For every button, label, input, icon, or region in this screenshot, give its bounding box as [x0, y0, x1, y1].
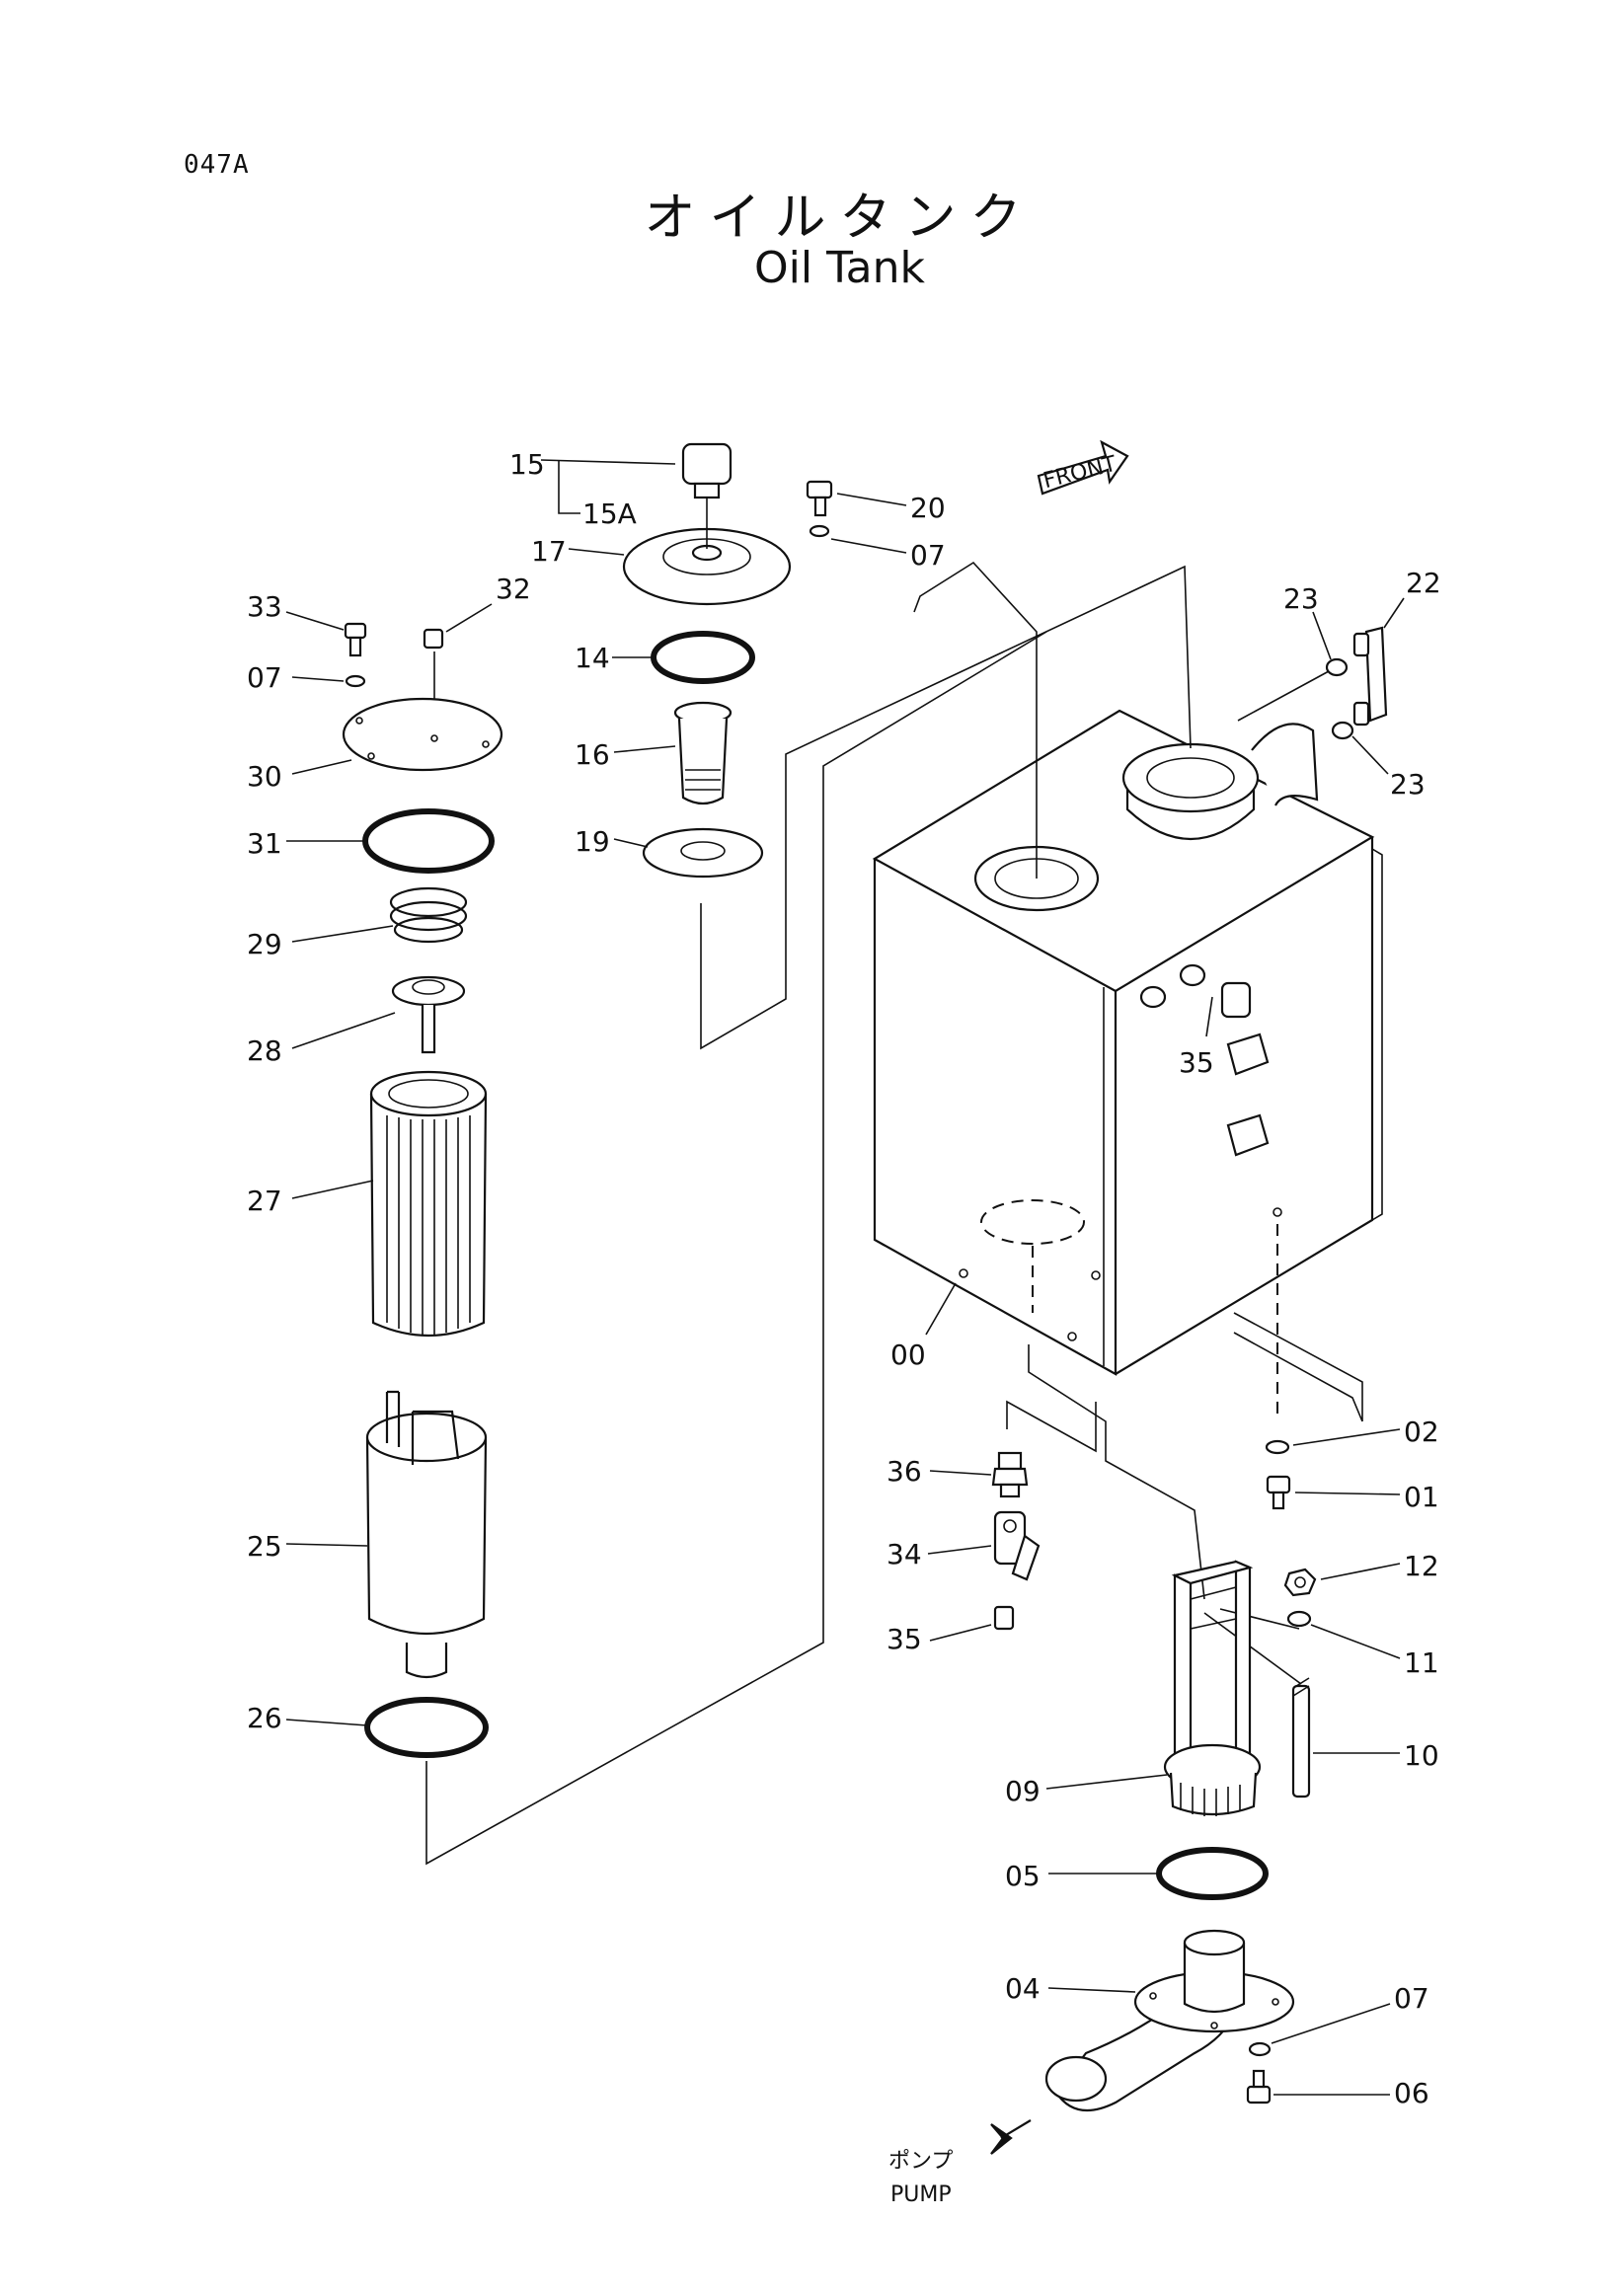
- part-label-06: 06: [1394, 2077, 1429, 2109]
- part-label-26: 26: [247, 1702, 282, 1734]
- part-label-01: 01: [1404, 1481, 1439, 1513]
- part-label-14: 14: [575, 642, 610, 674]
- part-label-36: 36: [887, 1455, 922, 1488]
- part-label-33: 33: [247, 590, 282, 623]
- cover-plate-17: [622, 497, 792, 606]
- washer-07-top: [809, 524, 830, 538]
- title-english: Oil Tank: [754, 243, 925, 293]
- part-label-07-top: 07: [910, 539, 946, 572]
- suction-strainer-09: [1163, 1560, 1262, 1816]
- cover-30: [342, 697, 503, 772]
- adapter-36: [991, 1451, 1029, 1498]
- part-label-15: 15: [509, 448, 545, 481]
- part-label-31: 31: [247, 827, 282, 860]
- part-label-23-upper: 23: [1283, 582, 1319, 615]
- bracket-22: [1352, 626, 1388, 727]
- part-label-00: 00: [890, 1339, 926, 1371]
- title-japanese: オイルタンク: [644, 189, 1036, 248]
- bolt-01: [1266, 1475, 1291, 1510]
- part-label-09: 09: [1005, 1775, 1041, 1807]
- washer-07-bottom: [1248, 2041, 1272, 2057]
- washer-23-upper: [1325, 657, 1349, 677]
- washer-07-left: [345, 674, 366, 688]
- part-label-35-tank: 35: [1179, 1046, 1214, 1079]
- part-label-34: 34: [887, 1538, 922, 1570]
- part-label-17: 17: [531, 535, 567, 568]
- pump-label-japanese: ポンプ: [888, 2149, 953, 2174]
- part-label-35-drain: 35: [887, 1623, 922, 1655]
- bolt-20: [806, 480, 833, 517]
- assembly-line-cover: [913, 561, 1038, 879]
- part-label-20: 20: [910, 492, 946, 524]
- part-label-32: 32: [496, 573, 531, 605]
- strainer-16: [673, 701, 733, 805]
- part-label-25: 25: [247, 1530, 282, 1563]
- assembly-line-suction: [1028, 1344, 1205, 1600]
- part-label-07-left: 07: [247, 661, 282, 694]
- plate-19: [642, 827, 764, 879]
- drain-valve-34: [993, 1510, 1041, 1581]
- filter-case-25: [365, 1390, 488, 1679]
- front-arrow-icon: FRONT: [1037, 439, 1129, 496]
- assembly-line-filter: [425, 631, 1047, 1866]
- part-label-28: 28: [247, 1034, 282, 1067]
- spring-29: [389, 886, 468, 944]
- part-label-11: 11: [1404, 1646, 1439, 1679]
- mounting-rail: [1233, 1312, 1363, 1422]
- pump-direction-arrow-icon: [990, 2119, 1032, 2155]
- page-code: 047A: [184, 150, 250, 180]
- part-label-27: 27: [247, 1185, 282, 1217]
- washer-11: [1286, 1610, 1312, 1628]
- filter-element-27: [369, 1070, 488, 1337]
- oil-tank-body: [872, 709, 1383, 1376]
- o-ring-05: [1156, 1847, 1269, 1900]
- suction-pipe-04: [1044, 1929, 1295, 2112]
- front-label: FRONT: [1041, 452, 1119, 495]
- part-label-02: 02: [1404, 1416, 1439, 1448]
- valve-28: [391, 975, 466, 1054]
- part-label-07-bottom: 07: [1394, 1982, 1429, 2015]
- part-label-23-lower: 23: [1390, 768, 1426, 801]
- stud-10: [1291, 1677, 1311, 1799]
- part-label-30: 30: [247, 760, 282, 793]
- part-label-10: 10: [1404, 1739, 1439, 1772]
- bolt-33: [344, 622, 367, 657]
- plug-35: [993, 1605, 1015, 1631]
- pump-label-english: PUMP: [890, 2182, 952, 2207]
- part-label-15a: 15A: [582, 497, 637, 530]
- bolt-06: [1246, 2069, 1272, 2105]
- part-label-12: 12: [1404, 1550, 1439, 1582]
- assembly-line-drain: [1006, 1400, 1097, 1453]
- part-label-29: 29: [247, 928, 282, 960]
- part-label-19: 19: [575, 825, 610, 858]
- breather-cap-15: [681, 442, 733, 499]
- washer-02: [1265, 1439, 1290, 1455]
- washer-23-lower: [1331, 721, 1354, 740]
- o-ring-31: [362, 808, 495, 874]
- o-ring-26: [364, 1697, 489, 1758]
- part-label-04: 04: [1005, 1972, 1041, 2005]
- o-ring-14: [651, 631, 755, 684]
- part-label-16: 16: [575, 738, 610, 771]
- assembly-line-strainer: [700, 565, 1192, 1050]
- nut-12: [1283, 1568, 1317, 1597]
- plug-32: [423, 628, 444, 650]
- part-label-05: 05: [1005, 1860, 1041, 1892]
- part-label-22: 22: [1406, 567, 1441, 599]
